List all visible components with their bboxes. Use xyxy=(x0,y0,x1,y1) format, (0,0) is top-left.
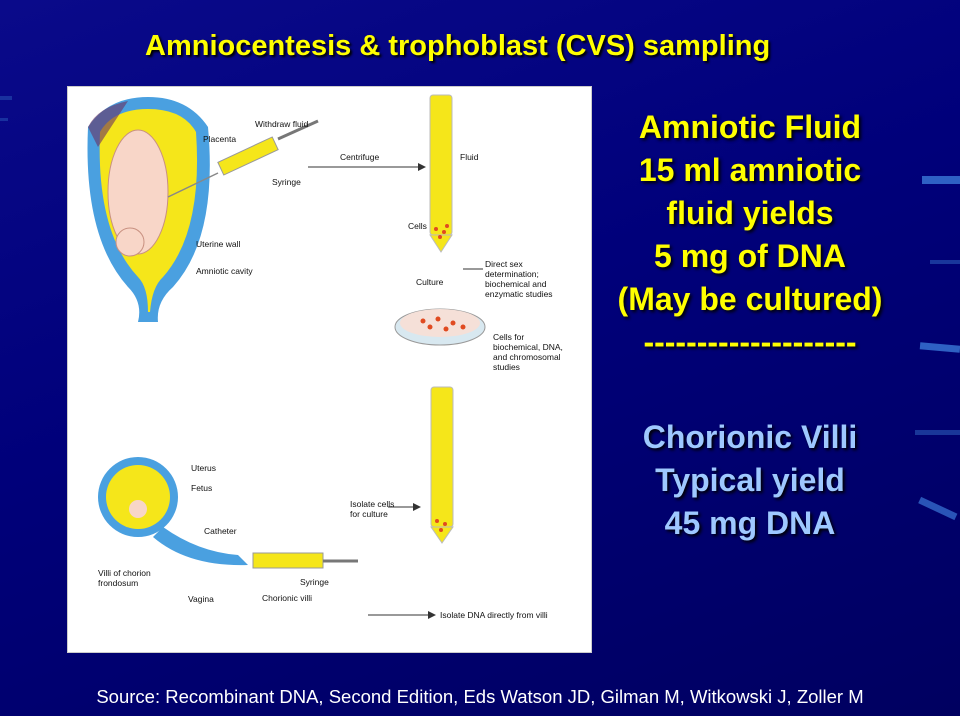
source-citation: Source: Recombinant DNA, Second Edition,… xyxy=(96,686,864,707)
amniotic-fluid-text: Amniotic Fluid 15 ml amniotic fluid yiel… xyxy=(590,106,910,364)
chorionic-villi-text: Chorionic Villi Typical yield 45 mg DNA xyxy=(590,416,910,545)
label-syringe-2: Syringe xyxy=(300,577,329,587)
label-cells: Cells xyxy=(408,221,427,231)
label-amniotic-cavity: Amniotic cavity xyxy=(196,266,253,276)
label-villi-2: frondosum xyxy=(98,578,138,588)
label-isolate-cells-1: Isolate cells xyxy=(350,499,394,509)
chorionic-line-2: Typical yield xyxy=(655,462,845,498)
label-centrifuge: Centrifuge xyxy=(340,152,379,162)
label-fetus: Fetus xyxy=(191,483,212,493)
label-withdraw-fluid: Withdraw fluid xyxy=(255,119,309,129)
amniocentesis-uterus-illustration xyxy=(87,97,210,322)
chorionic-line-1: Chorionic Villi xyxy=(642,419,858,455)
label-direct-sex-4: enzymatic studies xyxy=(485,289,553,299)
label-vagina: Vagina xyxy=(188,594,214,604)
label-direct-sex-2: determination; xyxy=(485,269,539,279)
syringe-top xyxy=(167,119,319,198)
amniotic-line-5: (May be cultured) xyxy=(617,281,883,317)
centrifuge-tube-bottom xyxy=(430,386,454,544)
label-placenta: Placenta xyxy=(203,134,236,144)
label-cells-for-3: and chromosomal xyxy=(493,352,561,362)
syringe-bottom xyxy=(252,552,358,569)
label-fluid: Fluid xyxy=(460,152,479,162)
amniotic-line-4: 5 mg of DNA xyxy=(654,238,846,274)
label-syringe: Syringe xyxy=(272,177,301,187)
chorionic-line-3: 45 mg DNA xyxy=(664,505,836,541)
label-uterus: Uterus xyxy=(191,463,216,473)
label-cells-for-4: studies xyxy=(493,362,520,372)
label-cells-for-1: Cells for xyxy=(493,332,524,342)
label-catheter: Catheter xyxy=(204,526,237,536)
label-uterine-wall: Uterine wall xyxy=(196,239,241,249)
label-cells-for-2: biochemical, DNA, xyxy=(493,342,563,352)
label-villi-1: Villi of chorion xyxy=(98,568,151,578)
amniotic-line-3: fluid yields xyxy=(666,195,834,231)
slide-title: Amniocentesis & trophoblast (CVS) sampli… xyxy=(145,30,771,62)
cvs-uterus-illustration xyxy=(98,457,248,566)
label-direct-sex-3: biochemical and xyxy=(485,279,547,289)
label-chorionic-villi: Chorionic villi xyxy=(262,593,312,603)
label-direct-sex-1: Direct sex xyxy=(485,259,524,269)
divider: -------------------- xyxy=(643,324,857,360)
centrifuge-tube-top xyxy=(429,94,453,253)
amniotic-line-1: Amniotic Fluid xyxy=(638,109,862,145)
petri-dish xyxy=(394,308,486,346)
label-culture: Culture xyxy=(416,277,444,287)
label-isolate-dna: Isolate DNA directly from villi xyxy=(440,610,548,620)
amniotic-line-2: 15 ml amniotic xyxy=(638,152,862,188)
label-isolate-cells-2: for culture xyxy=(350,509,388,519)
procedure-diagram: Withdraw fluid Placenta Centrifuge Fluid… xyxy=(67,86,592,653)
